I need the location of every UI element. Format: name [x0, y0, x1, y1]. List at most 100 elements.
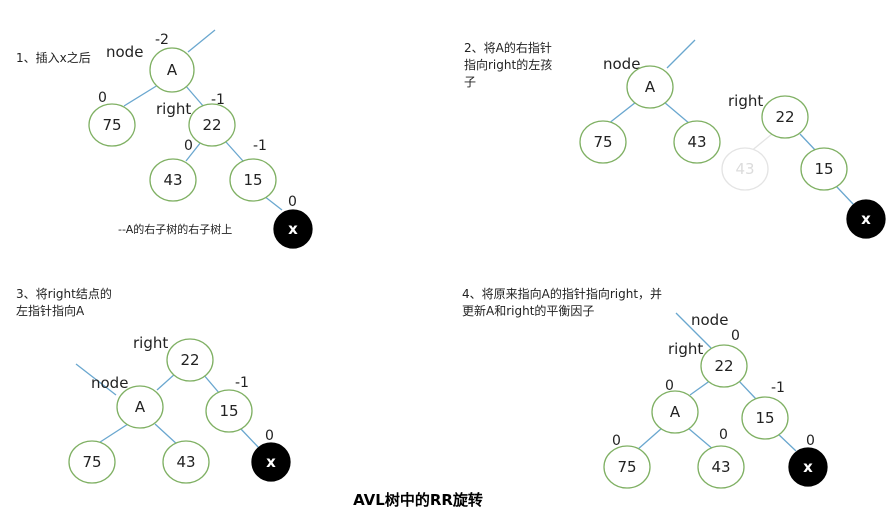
balance-factor-A: -2 — [155, 32, 169, 48]
balance-factor-x: 0 — [806, 433, 815, 449]
balance-factor-A: 0 — [665, 378, 674, 394]
tree-node-22: 22 — [188, 103, 236, 147]
svg-text:43: 43 — [687, 133, 706, 151]
tree-node-15: 15 — [229, 158, 277, 202]
tree-node-43: 43 — [697, 445, 745, 489]
svg-text:43: 43 — [711, 458, 730, 476]
svg-text:22: 22 — [202, 116, 221, 134]
tree-node-A: A — [149, 47, 195, 93]
balance-factor-x: 0 — [265, 428, 274, 444]
svg-text:A: A — [670, 403, 681, 421]
tree-node-A: A — [116, 385, 164, 429]
panel-3-caption-line-2: 左指针指向A — [16, 303, 85, 318]
tree-node-A: A — [626, 65, 674, 109]
panel-2: 2、将A的右指针 指向right的左孩 子 node right A 75 43… — [464, 39, 886, 239]
panel-1-note: --A的右子树的右子树上 — [118, 222, 232, 236]
edge-15-x — [239, 427, 260, 449]
panel-2-caption-line-1: 2、将A的右指针 — [464, 40, 552, 55]
balance-factor-43: 0 — [184, 138, 193, 154]
right-pointer-label: right — [156, 100, 191, 118]
node-pointer-label: node — [603, 55, 640, 73]
balance-factor-75: 0 — [612, 433, 621, 449]
panel-4-caption-line-2: 更新A和right的平衡因子 — [462, 303, 594, 318]
node-pointer-label: node — [106, 43, 143, 61]
edge-A-75 — [636, 427, 663, 451]
tree-node-43-faded: 43 — [721, 147, 769, 191]
parent-pointer-edge — [75, 363, 117, 396]
edge-22-15 — [799, 133, 818, 153]
edge-A-22 — [184, 84, 205, 108]
tree-node-22: 22 — [700, 344, 748, 388]
panel-2-caption-line-2: 指向right的左孩 — [464, 57, 552, 72]
svg-text:75: 75 — [82, 453, 101, 471]
edge-A-43 — [663, 101, 691, 125]
svg-text:22: 22 — [180, 351, 199, 369]
panel-4: 4、将原来指向A的指针指向right，并 更新A和right的平衡因子 node… — [462, 286, 828, 489]
right-pointer-label: right — [668, 340, 703, 358]
edge-22-15 — [737, 379, 757, 400]
panel-4-caption-line-1: 4、将原来指向A的指针指向right，并 — [462, 286, 662, 301]
svg-text:x: x — [803, 458, 813, 476]
tree-node-x: x — [788, 447, 828, 487]
svg-text:A: A — [135, 398, 146, 416]
balance-factor-22: 0 — [731, 328, 740, 344]
edge-22-A — [689, 379, 712, 396]
tree-node-15: 15 — [800, 147, 848, 191]
panel-3-caption-line-1: 3、将right结点的 — [16, 286, 112, 301]
panel-3: 3、将right结点的 左指针指向A right node -1 0 22 A … — [16, 286, 291, 484]
svg-text:75: 75 — [617, 458, 636, 476]
edge-A-43 — [687, 427, 715, 451]
edge-15-x — [835, 185, 855, 206]
svg-text:x: x — [288, 220, 298, 238]
diagram-title: AVL树中的RR旋转 — [353, 491, 483, 509]
edge-22-43 — [185, 141, 202, 162]
edge-22-15 — [202, 373, 221, 395]
tree-node-x: x — [846, 199, 886, 239]
node-pointer-label: node — [91, 374, 128, 392]
tree-node-15: 15 — [205, 389, 253, 433]
balance-factor-43: 0 — [719, 427, 728, 443]
balance-factor-75: 0 — [98, 90, 107, 106]
svg-text:22: 22 — [714, 357, 733, 375]
tree-node-22: 22 — [166, 338, 214, 382]
parent-pointer-edge — [675, 312, 712, 349]
svg-text:15: 15 — [243, 171, 262, 189]
edge-22-A — [156, 372, 177, 391]
tree-node-75: 75 — [579, 120, 627, 164]
balance-factor-15: -1 — [771, 380, 785, 396]
right-pointer-label: right — [133, 334, 168, 352]
svg-text:x: x — [861, 210, 871, 228]
node-pointer-label: node — [691, 311, 728, 329]
tree-node-75: 75 — [68, 440, 116, 484]
tree-node-43: 43 — [162, 440, 210, 484]
svg-text:75: 75 — [102, 116, 121, 134]
tree-node-x: x — [251, 442, 291, 482]
balance-factor-x: 0 — [288, 194, 297, 210]
edge-A-43 — [154, 423, 180, 447]
svg-text:A: A — [167, 61, 178, 79]
svg-text:22: 22 — [775, 108, 794, 126]
tree-node-43: 43 — [149, 158, 197, 202]
balance-factor-15: -1 — [253, 138, 267, 154]
svg-text:43: 43 — [176, 453, 195, 471]
panel-1: 1、插入x之后 node right -2 0 -1 0 -1 0 A 75 2… — [16, 29, 313, 249]
edge-A-75 — [607, 101, 637, 125]
svg-text:x: x — [266, 453, 276, 471]
tree-node-75: 75 — [603, 445, 651, 489]
svg-text:75: 75 — [593, 133, 612, 151]
svg-text:15: 15 — [219, 402, 238, 420]
tree-node-x: x — [273, 209, 313, 249]
panel-2-caption-line-3: 子 — [464, 75, 476, 89]
edge-15-x — [263, 195, 283, 211]
tree-node-15: 15 — [741, 396, 789, 440]
balance-factor-15: -1 — [235, 375, 249, 391]
svg-text:43: 43 — [735, 160, 754, 178]
tree-node-75: 75 — [88, 103, 136, 147]
svg-text:43: 43 — [163, 171, 182, 189]
tree-node-43: 43 — [673, 120, 721, 164]
parent-pointer-edge — [666, 39, 696, 69]
panel-1-caption: 1、插入x之后 — [16, 51, 91, 65]
tree-node-22: 22 — [761, 95, 809, 139]
tree-node-A: A — [651, 390, 699, 434]
